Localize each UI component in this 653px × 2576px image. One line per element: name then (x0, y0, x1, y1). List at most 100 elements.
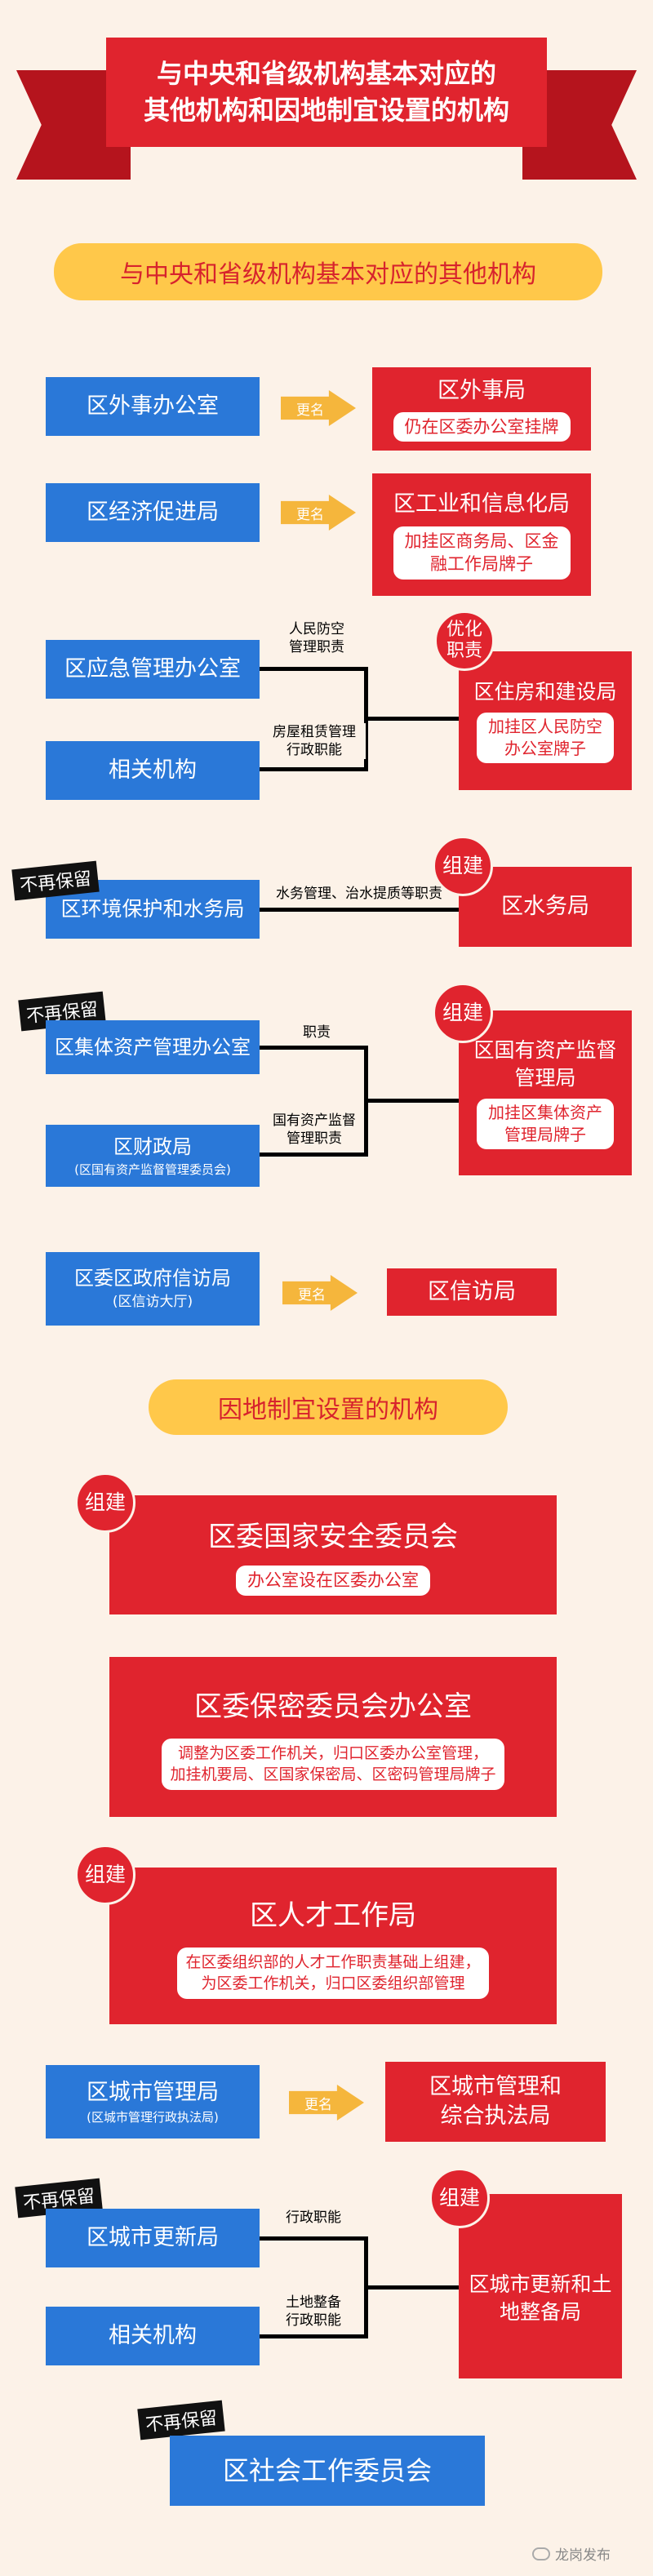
row5-label2-line2: 管理职责 (287, 1130, 342, 1148)
row3-label2-line1: 房屋租赁管理 (273, 724, 356, 740)
row7-to-line2: 综合执法局 (440, 2103, 551, 2129)
row3-badge-line1: 优化 (446, 619, 482, 640)
row5-connector-a (260, 1046, 366, 1050)
row3-connector-out (364, 717, 459, 721)
row3-badge-line2: 职责 (446, 641, 482, 661)
row5-label2-line1: 国有资产监督 (273, 1113, 356, 1129)
box1-badge: 组建 (75, 1472, 135, 1533)
box1-title: 区委国家安全委员会 (208, 1521, 458, 1554)
row7-rename-arrow: 更名 (289, 2085, 364, 2121)
row8-from2-label: 相关机构 (109, 2323, 197, 2349)
box1: 区委国家安全委员会 办公室设在区委办公室 (109, 1495, 557, 1614)
row1-to-label: 区外事局 (438, 377, 526, 403)
row1-rename-arrow: 更名 (281, 390, 356, 426)
row5-to-box: 区国有资产监督 管理局 加挂区集体资产 管理局牌子 (459, 1010, 632, 1175)
row6-to-box: 区信访局 (387, 1268, 557, 1316)
row7-from-sublabel: (区城市管理行政执法局) (87, 2109, 219, 2125)
box2-note-line2: 加挂机要局、区国家保密局、区密码管理局牌子 (170, 1765, 496, 1783)
row3-to-label: 区住房和建设局 (473, 680, 617, 704)
row6-from-sublabel: (区信访大厅) (112, 1294, 193, 1311)
box2-title: 区委保密委员会办公室 (194, 1690, 472, 1723)
row8-to-box: 区城市更新和土 地整备局 (459, 2194, 622, 2378)
row3-label1-line2: 管理职责 (289, 639, 344, 656)
row8-to-line1: 区城市更新和土 (469, 2272, 612, 2297)
box1-note: 办公室设在区委办公室 (236, 1566, 430, 1596)
last-title: 区社会工作委员会 (222, 2455, 432, 2486)
row8-label2: 土地整备 行政职能 (274, 2294, 353, 2330)
row5-from2-label: 区财政局 (113, 1135, 192, 1158)
row4-to-label: 区水务局 (501, 893, 589, 919)
row3-label2: 房屋租赁管理 行政职能 (263, 723, 366, 760)
row3-badge: 优化 职责 (434, 611, 495, 671)
row3-connector-b (260, 767, 366, 771)
row6-from-label: 区委区政府信访局 (74, 1267, 231, 1290)
header-line2: 其他机构和因地制宜设置的机构 (143, 95, 509, 126)
row8-label1: 行政职能 (274, 2209, 353, 2227)
section1-banner: 与中央和省级机构基本对应的其他机构 (54, 243, 602, 300)
row5-connector-b (260, 1153, 366, 1157)
row5-from2-sublabel: (区国有资产监督管理委员会) (74, 1161, 231, 1177)
row8-connector-out (364, 2285, 459, 2290)
box3: 区人才工作局 在区委组织部的人才工作职责基础上组建， 为区委工作机关，归口区委组… (109, 1868, 557, 2024)
box3-note-line1: 在区委组织部的人才工作职责基础上组建， (185, 1952, 481, 1971)
row6-to-label: 区信访局 (428, 1278, 516, 1304)
row5-to-line2: 管理局 (514, 1066, 576, 1090)
row8-from1-label: 区城市更新局 (87, 2225, 219, 2251)
box3-badge-label: 组建 (84, 1863, 126, 1886)
row2-from-label: 区经济促进局 (87, 500, 219, 526)
box2-note: 调整为区委工作机关，归口区委办公室管理， 加挂机要局、区国家保密局、区密码管理局… (162, 1738, 504, 1791)
row3-from1-label: 区应急管理办公室 (64, 656, 241, 682)
row7-from-label: 区城市管理局 (87, 2079, 219, 2105)
row4-from-label: 区环境保护和水务局 (60, 897, 245, 922)
box2-note-line1: 调整为区委工作机关，归口区委办公室管理， (177, 1743, 488, 1762)
row8-connector-b (260, 2334, 366, 2338)
row5-to-line1: 区国有资产监督 (473, 1038, 617, 1063)
row2-note: 加挂区商务局、区金 融工作局牌子 (393, 526, 571, 580)
row7-to-box: 区城市管理和 综合执法局 (385, 2062, 606, 2142)
box2: 区委保密委员会办公室 调整为区委工作机关，归口区委办公室管理， 加挂机要局、区国… (109, 1657, 557, 1817)
row2-to-box: 区工业和信息化局 加挂区商务局、区金 融工作局牌子 (372, 473, 591, 596)
row1-note: 仍在区委办公室挂牌 (393, 412, 571, 442)
row5-note-line1: 加挂区集体资产 (488, 1102, 602, 1122)
row2-arrow-label: 更名 (296, 506, 324, 523)
row6-rename-arrow: 更名 (282, 1275, 358, 1311)
box3-note: 在区委组织部的人才工作职责基础上组建， 为区委工作机关，归口区委组织部管理 (177, 1947, 489, 2000)
row3-note-line1: 加挂区人民防空 (488, 716, 602, 736)
row8-connector-a (260, 2236, 366, 2241)
row5-connector-out (364, 1099, 459, 1103)
section2-banner: 因地制宜设置的机构 (149, 1379, 508, 1435)
row5-note: 加挂区集体资产 管理局牌子 (477, 1098, 614, 1149)
section2-title: 因地制宜设置的机构 (218, 1396, 438, 1424)
row7-from-box: 区城市管理局 (区城市管理行政执法局) (46, 2065, 260, 2139)
row8-label2-line1: 土地整备 (286, 2294, 341, 2311)
row2-note-line2: 融工作局牌子 (430, 554, 533, 575)
row8-badge-label: 组建 (438, 2186, 480, 2210)
row3-note: 加挂区人民防空 办公室牌子 (477, 712, 614, 763)
row5-label1: 职责 (287, 1024, 346, 1042)
last-box: 区社会工作委员会 (170, 2436, 485, 2506)
watermark: 龙岗发布 (532, 2543, 611, 2564)
row5-label2: 国有资产监督 管理职责 (264, 1112, 364, 1148)
row5-from1-label: 区集体资产管理办公室 (55, 1036, 251, 1059)
row3-connector-a (260, 667, 366, 671)
row4-badge-label: 组建 (442, 854, 483, 877)
last-not-retained-tag: 不再保留 (137, 2400, 225, 2441)
section1-title: 与中央和省级机构基本对应的其他机构 (120, 260, 536, 289)
row2-note-line1: 加挂区商务局、区金 (404, 531, 559, 551)
row5-badge: 组建 (433, 983, 493, 1043)
row2-rename-arrow: 更名 (281, 495, 356, 531)
row6-arrow-label: 更名 (298, 1286, 326, 1304)
row1-from-label: 区外事办公室 (87, 393, 219, 420)
row5-from1-box: 区集体资产管理办公室 (46, 1020, 260, 1074)
row1-from-box: 区外事办公室 (46, 377, 260, 436)
row1-to-box: 区外事局 仍在区委办公室挂牌 (372, 367, 591, 451)
row7-arrow-label: 更名 (304, 2096, 332, 2113)
row2-to-label: 区工业和信息化局 (393, 491, 570, 517)
row5-from2-box: 区财政局 (区国有资产监督管理委员会) (46, 1125, 260, 1187)
row3-from2-label: 相关机构 (109, 757, 197, 784)
row3-note-line2: 办公室牌子 (504, 738, 586, 758)
row1-arrow-label: 更名 (296, 402, 324, 419)
row8-from1-box: 区城市更新局 (46, 2209, 260, 2267)
row4-badge: 组建 (433, 836, 493, 896)
box3-badge: 组建 (75, 1845, 135, 1905)
